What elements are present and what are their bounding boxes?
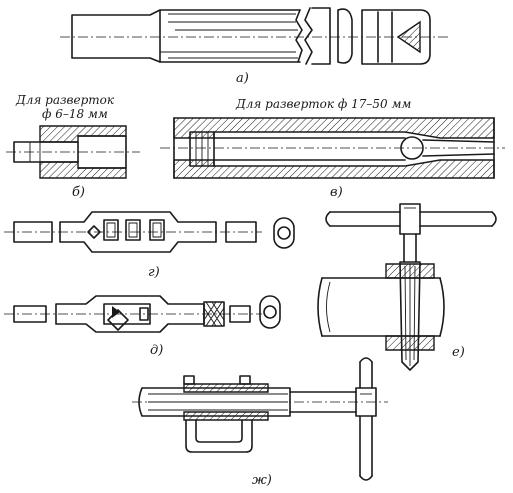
t-handle-top-end (359, 357, 373, 363)
tool-stem (403, 233, 417, 263)
extension-shaft (289, 391, 357, 413)
view-zh-bracket: ж) (132, 357, 388, 488)
view-b-sleeve: Для разверток ф 6–18 мм б) (6, 93, 140, 200)
bracket-frame-inner (195, 419, 243, 443)
shank-flutes (148, 393, 288, 411)
handle-left-end (13, 221, 53, 243)
sleeve-wall-bottom (39, 161, 127, 179)
note-large-reamers: Для разверток ф 17–50 мм (235, 97, 411, 111)
square-hole-inner (106, 222, 162, 238)
sleeve-bottom (183, 411, 269, 421)
break-line-left (295, 9, 303, 63)
reamer-segment (337, 8, 353, 64)
view-d-adjustable-wrench: д) (4, 295, 281, 358)
wrench-slot (103, 303, 151, 325)
sleeve-wall-top (39, 125, 127, 143)
reamer-body (399, 261, 421, 371)
sleeve-bore (213, 137, 406, 161)
view-v-sleeve: Для разверток ф 17–50 мм в) (160, 97, 505, 200)
sleeve-bore (77, 135, 127, 169)
knurl-pattern (203, 301, 225, 327)
section-hole (277, 226, 291, 240)
caption-b: б) (72, 185, 85, 200)
handle-bar-right (419, 211, 493, 227)
caption-v: в) (330, 185, 343, 200)
reamer-flutes (160, 13, 298, 59)
reamer-shank (71, 9, 301, 63)
note-small-reamers-line2: ф 6–18 мм (42, 107, 108, 121)
section-hole (263, 305, 277, 319)
reamer-head (361, 9, 431, 65)
view-e-t-handle-in-pipe: е) (317, 203, 497, 371)
caption-d: д) (150, 343, 163, 358)
ball (400, 136, 424, 160)
reamer-head-grooves (377, 11, 393, 63)
break-line-right (304, 7, 313, 65)
wrench-body (59, 211, 217, 253)
handle-bar-right-end (491, 211, 497, 227)
knurled-nut (203, 301, 225, 327)
sleeve-shank (13, 141, 79, 163)
handle-bar-left-end (325, 211, 331, 227)
wrench-square-holes (103, 219, 165, 241)
bracket-lugs (183, 375, 251, 385)
center-hole (396, 20, 421, 54)
wrench-section (259, 295, 281, 329)
sleeve-wall-bottom (173, 159, 495, 179)
bracket-frame-outer (185, 419, 253, 453)
caption-zh: ж) (252, 473, 272, 488)
sleeve-wall-top (173, 117, 495, 139)
caption-g: г) (148, 265, 160, 280)
view-a-reamer: а) (60, 7, 450, 86)
socket-thread (195, 132, 209, 166)
caption-e: е) (452, 345, 465, 360)
handle-hub (355, 387, 377, 417)
caption-a: а) (236, 71, 249, 86)
taper-bore (422, 139, 495, 157)
view-g-tap-wrench: г) (4, 211, 295, 280)
reamer-cutting-part (311, 7, 331, 65)
pipe-end-right (439, 277, 445, 337)
reamer-flutes (404, 264, 416, 366)
sleeve-top (183, 383, 269, 393)
wrench-section (273, 217, 295, 249)
handle-hub (399, 203, 421, 235)
sleeve-ends (173, 117, 495, 179)
diamond-mark (87, 225, 101, 239)
jaw-square (107, 309, 129, 331)
t-handle-bottom-end (359, 475, 373, 481)
handle-right-end (225, 221, 257, 243)
pipe-end-inner (326, 281, 331, 333)
jaw-right (139, 307, 149, 321)
t-handle-bar (359, 361, 373, 477)
handle-bar-left (329, 211, 401, 227)
note-small-reamers-line1: Для разверток (15, 93, 115, 107)
sleeve-socket (189, 131, 215, 167)
pipe-outer (321, 277, 441, 337)
handle-left-end (13, 305, 47, 323)
handle-right-end (229, 305, 251, 323)
shank-end (29, 142, 41, 162)
pipe-end-left (317, 277, 323, 337)
